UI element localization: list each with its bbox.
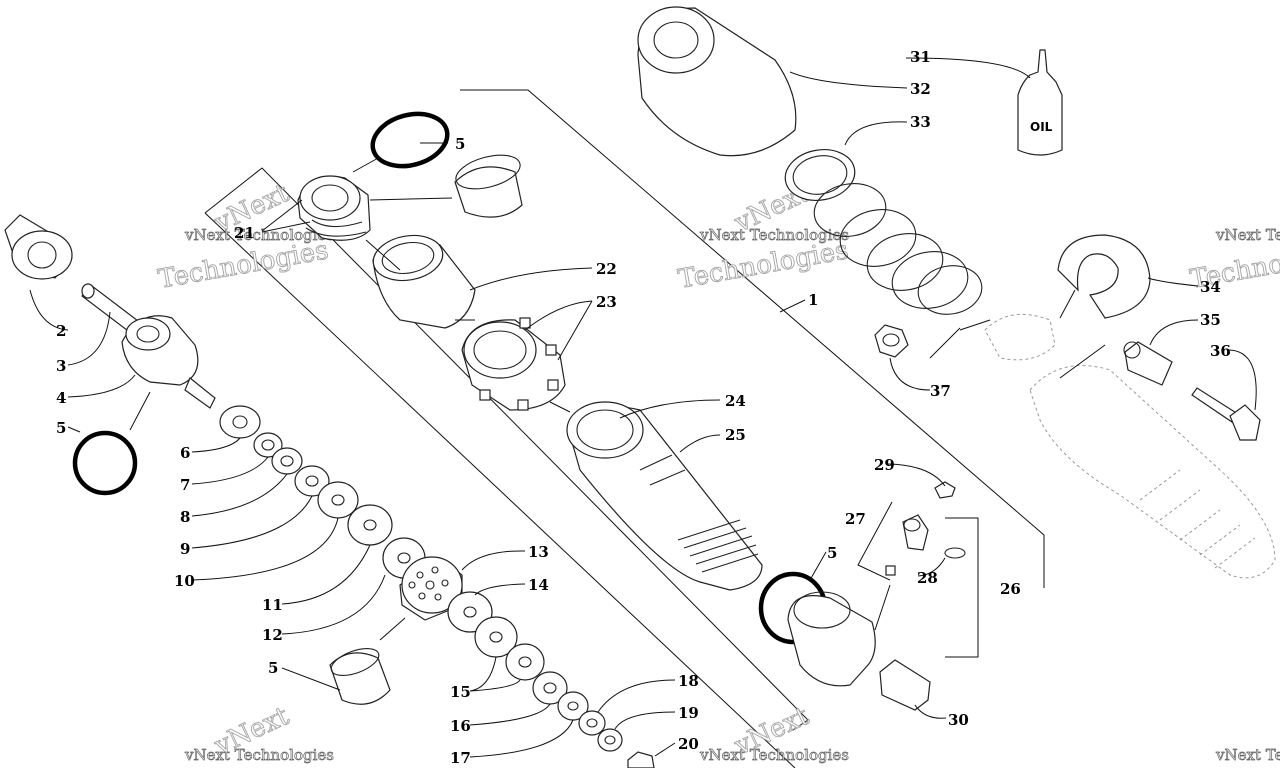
assembled-shock-ghost	[984, 313, 1276, 579]
callout-19: 19	[678, 704, 699, 722]
watermark-text: vNext Technologies	[699, 746, 849, 764]
callout-30: 30	[948, 711, 969, 729]
watermark-text: Technologies	[676, 235, 851, 294]
callout-26: 26	[1000, 580, 1021, 598]
part-30-bushing	[879, 659, 931, 711]
part-15-shims	[474, 616, 545, 681]
part-5-o-ring	[370, 111, 450, 169]
part-35-spacer	[1123, 341, 1173, 386]
watermark-text: vNext Technologies	[1215, 226, 1280, 244]
callout-2: 2	[56, 322, 66, 340]
callout-37: 37	[930, 382, 951, 400]
part-2-bushing	[4, 214, 73, 280]
watermark-text: vNext Technologies	[699, 226, 849, 244]
part-28-o-ring	[944, 547, 966, 559]
callout-labels: 1 2 3 4 5 5 5 5 6 7 8 9 10 11 12 13 14 1…	[56, 48, 1231, 767]
part-17-shim	[557, 691, 589, 721]
callout-3: 3	[56, 357, 66, 375]
part-22-sleeve	[372, 234, 476, 329]
callout-17: 17	[450, 749, 471, 767]
part-31-oil-bottle: OIL	[1017, 49, 1063, 156]
callout-8: 8	[180, 508, 190, 526]
callout-29: 29	[874, 456, 895, 474]
callout-11: 11	[262, 596, 283, 614]
washer-stack	[219, 405, 655, 769]
part-19-washer	[597, 728, 623, 752]
callout-20: 20	[678, 735, 699, 753]
callout-27: 27	[845, 510, 866, 528]
oil-label: OIL	[1030, 120, 1053, 134]
part-8-shim	[271, 447, 303, 475]
part-14-shim	[447, 591, 493, 633]
callout-25: 25	[725, 426, 746, 444]
callout-33: 33	[910, 113, 931, 131]
callout-1: 1	[808, 291, 818, 309]
watermark-text: Technologies	[156, 235, 331, 294]
part-20-nut	[627, 751, 655, 769]
part-5-guide-band	[454, 154, 523, 218]
callout-12: 12	[262, 626, 283, 644]
callout-31: 31	[910, 48, 931, 66]
assembly-group-outlines	[204, 89, 1045, 769]
part-29-screw	[934, 481, 956, 499]
callout-36: 36	[1210, 342, 1231, 360]
callout-15: 15	[450, 683, 471, 701]
callout-7: 7	[180, 476, 190, 494]
part-23-spring-collar	[461, 317, 566, 411]
part-4-shaft-eye	[121, 315, 216, 409]
part-6-washer	[219, 405, 261, 439]
callout-5: 5	[455, 135, 465, 153]
part-18-washer	[578, 710, 606, 736]
callout-6: 6	[180, 444, 190, 462]
callout-5: 5	[56, 419, 66, 437]
part-26-reservoir-cap	[787, 591, 876, 687]
callout-10: 10	[174, 572, 195, 590]
callout-14: 14	[528, 576, 549, 594]
watermark-text: vNext Technologies	[1215, 746, 1280, 764]
part-27-valve	[885, 514, 929, 576]
callout-21: 21	[234, 224, 255, 242]
part-32-bump-cover	[637, 6, 797, 157]
leader-lines	[29, 57, 1257, 758]
callout-34: 34	[1200, 278, 1221, 296]
part-5-guide-band	[329, 648, 391, 705]
part-21-seal-head	[297, 175, 371, 241]
callout-13: 13	[528, 543, 549, 561]
callout-16: 16	[450, 717, 471, 735]
callout-22: 22	[596, 260, 617, 278]
part-5-o-ring	[72, 430, 138, 496]
watermark-text: vNext Technologies	[184, 746, 334, 764]
part-34-spring-retainer	[1057, 234, 1151, 319]
callout-23: 23	[596, 293, 617, 311]
callout-9: 9	[180, 540, 190, 558]
part-11-shim	[347, 504, 393, 546]
callout-5: 5	[268, 659, 278, 677]
callout-32: 32	[910, 80, 931, 98]
callout-24: 24	[725, 392, 746, 410]
callout-5: 5	[827, 544, 837, 562]
callout-35: 35	[1200, 311, 1221, 329]
part-33-spring	[784, 149, 983, 315]
callout-4: 4	[56, 389, 66, 407]
part-37-nut	[874, 324, 909, 358]
callout-28: 28	[917, 569, 938, 587]
watermark-text: vNext Technologies	[184, 226, 334, 244]
part-36-bolt	[1191, 387, 1261, 441]
callout-18: 18	[678, 672, 699, 690]
part-13-piston	[399, 556, 463, 621]
